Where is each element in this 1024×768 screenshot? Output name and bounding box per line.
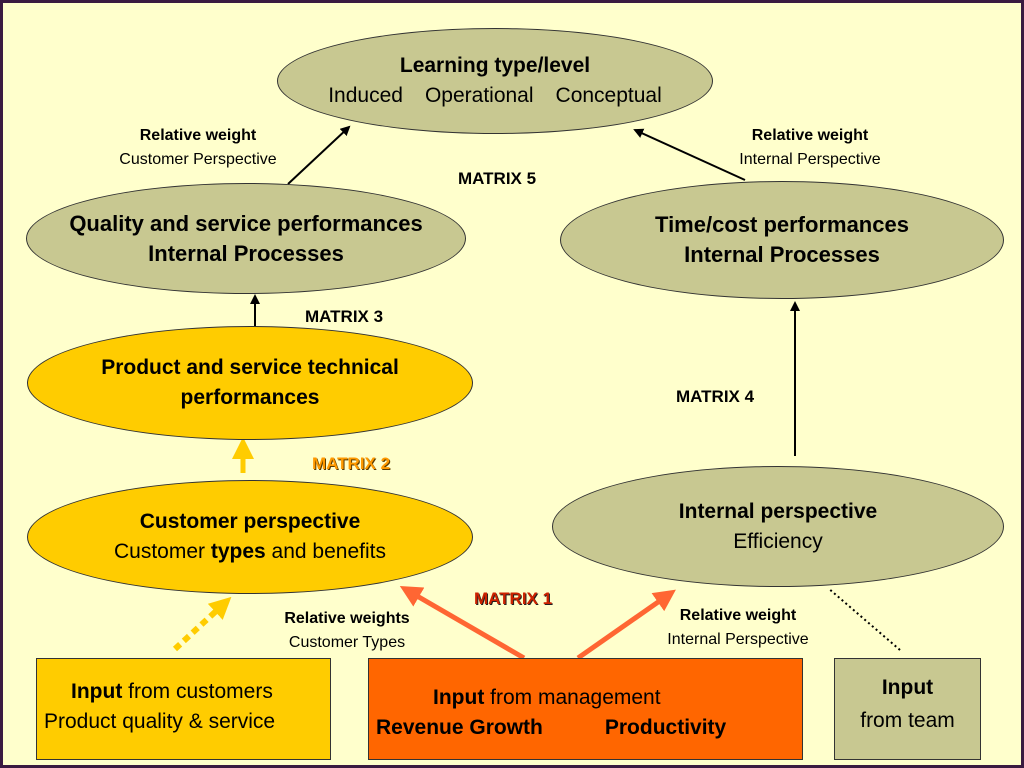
rw-internal-perspective-bottom: Relative weight Internal Perspective <box>643 604 833 652</box>
rw-internal-bottom-sub: Internal Perspective <box>667 631 809 648</box>
customers-input-line1: Input from customers <box>37 677 330 707</box>
customer-sub-pre: Customer <box>114 540 211 563</box>
learning-title: Learning type/level <box>399 54 591 77</box>
management-input-line2: Revenue Growth Productivity <box>369 713 802 743</box>
learning-option-induced: Induced <box>328 84 403 107</box>
node-quality-service: Quality and service performances Interna… <box>26 183 466 294</box>
diagram-canvas: Learning type/level Induced Operational Co… <box>3 3 1021 765</box>
rw-customer-title: Relative weight <box>139 127 257 144</box>
technical-line1: Product and service technical <box>101 356 399 379</box>
rw-internal-top-title: Relative weight <box>751 127 869 144</box>
internal-title: Internal perspective <box>678 499 878 523</box>
matrix-4-label: MATRIX 4 <box>676 387 755 406</box>
matrix-3-label: MATRIX 3 <box>305 307 384 326</box>
customer-sub-bold: types <box>210 540 266 563</box>
input-from-team: Input from team <box>834 658 981 760</box>
management-productivity: Productivity <box>604 716 727 739</box>
connector-layer <box>172 125 901 661</box>
rw-customer-types: Relative weights Customer Types <box>257 607 437 655</box>
learning-options: Induced Operational Conceptual <box>328 81 662 111</box>
rw-customer-sub: Customer Perspective <box>119 151 277 168</box>
customer-sub-post: and benefits <box>265 540 386 563</box>
team-input-line2: from team <box>860 709 955 732</box>
customers-input-rest: from customers <box>122 680 273 703</box>
arrow-timecost-to-learning <box>633 128 746 181</box>
timecost-line1: Time/cost performances <box>655 212 909 237</box>
rw-customer-perspective: Relative weight Customer Perspective <box>98 124 298 172</box>
input-from-management: Input from management Revenue Growth Prod… <box>368 658 803 760</box>
management-input-bold: Input <box>433 686 485 709</box>
management-input-rest: from management <box>484 686 661 709</box>
management-revenue-growth: Revenue Growth <box>376 716 543 739</box>
team-input-bold: Input <box>881 676 934 699</box>
input-from-customers: Input from customers Product quality & s… <box>36 658 331 760</box>
customers-input-line2: Product quality & service <box>44 710 276 733</box>
arrow-quality-to-learning <box>287 125 351 185</box>
learning-option-conceptual: Conceptual <box>555 84 662 107</box>
node-time-cost: Time/cost performances Internal Processe… <box>560 181 1004 299</box>
customer-subtitle: Customer types and benefits <box>114 537 386 567</box>
matrix-5-label: MATRIX 5 <box>458 169 537 188</box>
node-technical-performances: Product and service technical performanc… <box>27 326 473 440</box>
rw-types-title: Relative weights <box>284 610 410 627</box>
arrow-management-to-customer <box>399 585 526 661</box>
matrix-2-label: MATRIX 2 <box>312 454 391 473</box>
quality-line1: Quality and service performances <box>69 210 423 236</box>
matrix-1-label: MATRIX 1 <box>474 589 553 608</box>
node-internal-perspective: Internal perspective Efficiency <box>552 466 1004 587</box>
rw-internal-top-sub: Internal Perspective <box>739 151 881 168</box>
rw-internal-bottom-title: Relative weight <box>679 607 797 624</box>
rw-internal-perspective-top: Relative weight Internal Perspective <box>715 124 905 172</box>
arrow-management-to-internal <box>576 589 676 661</box>
timecost-line2: Internal Processes <box>684 242 880 267</box>
customer-title: Customer perspective <box>139 510 361 533</box>
learning-option-operational: Operational <box>424 84 534 107</box>
management-input-line1: Input from management <box>369 683 802 713</box>
node-customer-perspective: Customer perspective Customer types and … <box>27 480 473 594</box>
node-learning-type: Learning type/level Induced Operational Co… <box>277 28 713 134</box>
dotted-team-to-internal <box>827 587 901 651</box>
technical-line2: performances <box>180 386 320 409</box>
rw-types-sub: Customer Types <box>288 634 406 651</box>
customers-input-bold: Input <box>71 680 123 703</box>
quality-line2: Internal Processes <box>148 240 344 266</box>
internal-subtitle: Efficiency <box>733 529 823 553</box>
arrow-customers-input-to-customer <box>172 596 232 652</box>
